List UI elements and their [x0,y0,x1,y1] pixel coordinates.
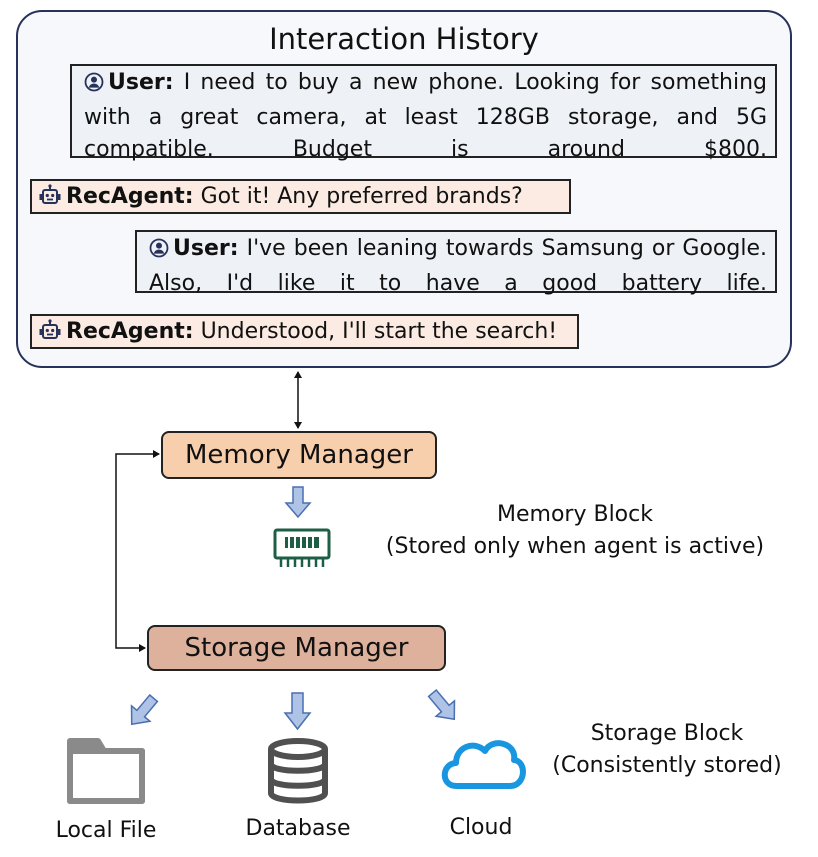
local-file-arrow [130,693,159,726]
message-role: User: [173,236,239,261]
memory-block-caption: Memory Block (Stored only when agent is … [360,499,790,563]
memory-block-note: (Stored only when agent is active) [385,534,765,559]
agent-message-2: RecAgent: Understood, I'll start the sea… [30,314,579,349]
message-text: Understood, I'll start the search! [200,319,558,344]
database-label: Database [245,816,351,841]
folder-icon [67,738,145,804]
cloud-icon [441,740,526,789]
storage-manager-label: Storage Manager [184,633,409,663]
storage-block-title: Storage Block [590,721,744,746]
memory-storage-connector [115,450,160,652]
user-icon [84,70,104,102]
local-file-label: Local File [55,818,157,843]
robot-icon [38,319,62,350]
cloud-arrow [427,688,456,721]
storage-block-note: (Consistently stored) [552,753,782,778]
memory-manager-label: Memory Manager [185,440,413,470]
agent-message-1: RecAgent: Got it! Any preferred brands? [30,179,571,214]
storage-manager-box: Storage Manager [147,625,446,671]
memory-chip-icon [273,528,331,567]
message-role: RecAgent: [66,319,194,344]
message-role: User: [108,70,174,95]
user-message-1: User: I need to buy a new phone. Looking… [70,64,777,162]
user-icon [149,236,169,268]
cloud-label: Cloud [449,815,513,840]
storage-block-caption: Storage Block (Consistently stored) [536,718,798,782]
user-message-2: User: I've been leaning towards Samsung … [135,230,777,296]
message-text: I need to buy a new phone. Looking for s… [84,70,767,162]
message-text: Got it! Any preferred brands? [200,184,523,209]
message-role: RecAgent: [66,184,194,209]
robot-icon [38,184,62,215]
database-arrow [283,692,312,731]
history-title: Interaction History [269,22,539,56]
memory-down-arrow [284,486,312,519]
memory-manager-box: Memory Manager [161,431,437,479]
message-text: I've been leaning towards Samsung or Goo… [149,236,767,296]
memory-block-title: Memory Block [497,502,653,527]
database-icon [268,738,328,804]
